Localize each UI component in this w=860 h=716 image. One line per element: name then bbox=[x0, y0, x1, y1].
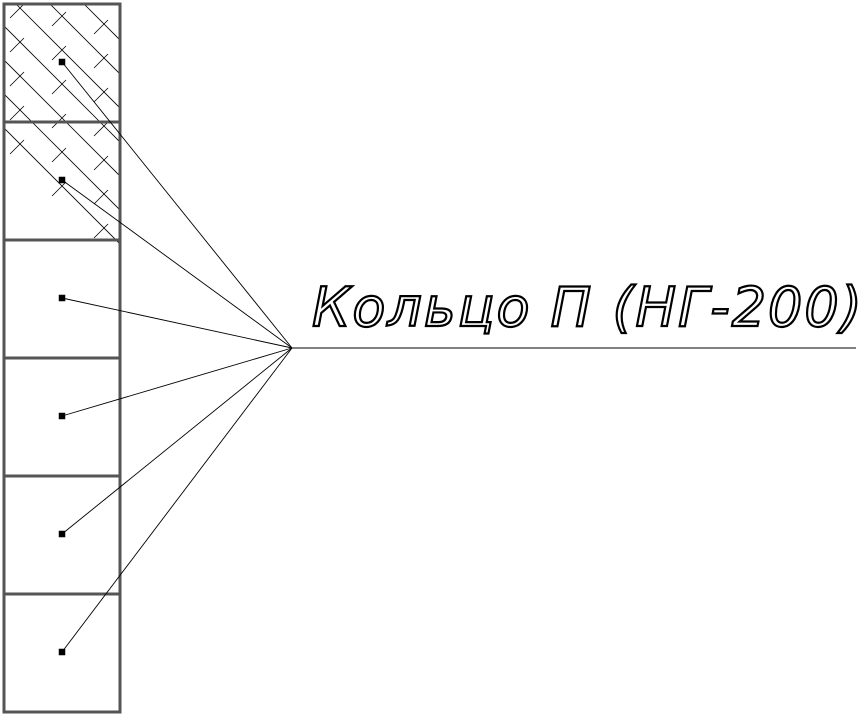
hatch-tick bbox=[51, 79, 67, 95]
hatch-pattern bbox=[4, 4, 120, 245]
hatch-line bbox=[4, 127, 120, 245]
hatch-line bbox=[4, 25, 120, 143]
hatch-tick bbox=[51, 147, 67, 163]
leader-line bbox=[61, 347, 293, 535]
ring-markers bbox=[58, 58, 66, 656]
hatch-tick bbox=[93, 19, 109, 35]
ring-section bbox=[2, 592, 122, 714]
hatch-line bbox=[15, 4, 120, 109]
hatch-tick bbox=[51, 181, 67, 197]
hatch-tick bbox=[93, 121, 109, 137]
hatch-tick bbox=[93, 53, 109, 69]
hatch-tick bbox=[9, 139, 25, 155]
ring-marker bbox=[58, 58, 66, 66]
hatch-tick bbox=[9, 37, 25, 53]
ring-marker bbox=[58, 530, 66, 538]
hatch-tick bbox=[93, 189, 109, 205]
hatch-tick bbox=[51, 11, 67, 27]
callout-label: Кольцо П (НГ-200) bbox=[312, 276, 860, 339]
leader-line bbox=[61, 347, 293, 653]
ring-marker bbox=[58, 176, 66, 184]
hatch-tick bbox=[93, 87, 109, 103]
hatch-line bbox=[4, 93, 120, 211]
hatch-tick bbox=[51, 45, 67, 61]
ring-sections bbox=[2, 2, 122, 714]
ring-marker bbox=[58, 648, 66, 656]
ring-marker bbox=[58, 412, 66, 420]
hatch-tick bbox=[9, 105, 25, 121]
hatch-tick bbox=[9, 4, 25, 19]
leader-line bbox=[61, 179, 293, 349]
leader-line bbox=[61, 347, 293, 417]
hatch-tick bbox=[9, 71, 25, 87]
ring-stack bbox=[2, 2, 122, 714]
hatch-tick bbox=[93, 155, 109, 171]
ring-marker bbox=[58, 294, 66, 302]
hatch-line bbox=[83, 4, 120, 41]
hatch-tick bbox=[93, 223, 109, 239]
hatch-line bbox=[49, 4, 120, 75]
leader-line bbox=[61, 61, 293, 349]
leader-lines bbox=[61, 61, 293, 653]
leader-line bbox=[61, 297, 293, 349]
